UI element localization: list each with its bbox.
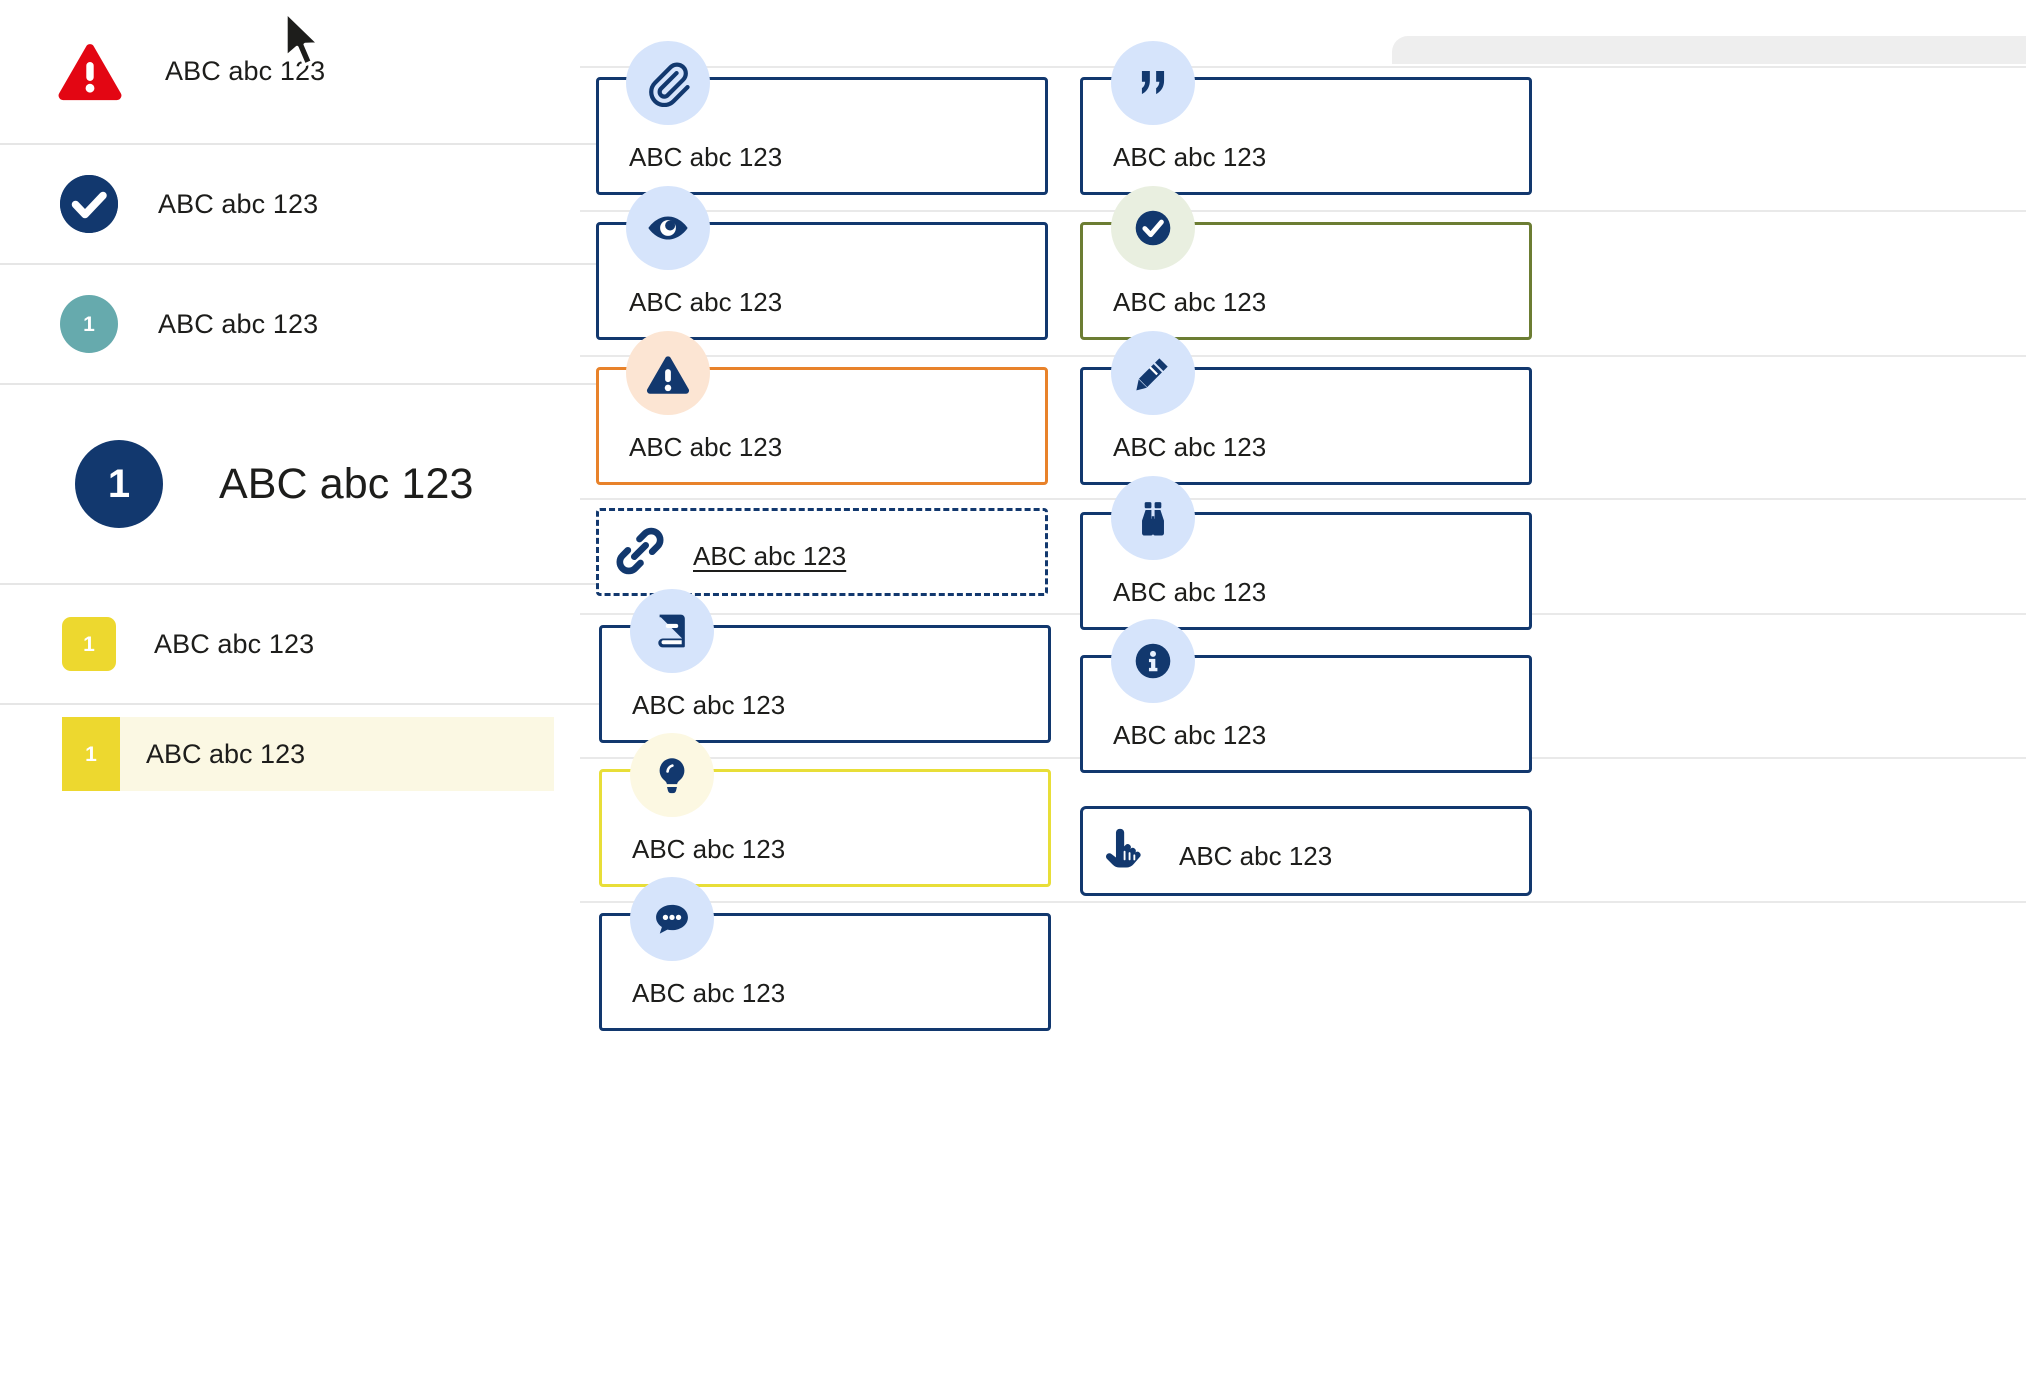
card-label: ABC abc 123 [632,978,786,1008]
card-label: ABC abc 123 [632,690,786,720]
list-item-label: ABC abc 123 [165,56,326,86]
list-item[interactable]: ABC abc 123 [0,143,760,263]
paperclip-icon [626,41,710,125]
number-square-icon: 1 [62,717,120,791]
grid-separator [580,355,2026,357]
badge-count: 1 [83,632,95,656]
grid-separator [580,210,2026,212]
badge-count: 1 [83,312,95,336]
link-icon [613,524,667,578]
card-label: ABC abc 123 [1113,720,1267,750]
background-panel [1392,36,2026,64]
warning-triangle-icon [626,331,710,415]
list-item[interactable]: 1 ABC abc 123 [0,583,760,703]
card-label: ABC abc 123 [1113,577,1267,607]
list-item-label: ABC abc 123 [158,308,319,339]
eye-icon [626,186,710,270]
warning-triangle-icon [57,43,123,101]
list-item-label: ABC abc 123 [154,628,315,659]
card-link-label: ABC abc 123 [693,541,847,571]
card-link[interactable]: ABC abc 123 [596,508,1048,596]
list-item-label: ABC abc 123 [158,188,319,219]
binoculars-icon [1111,476,1195,560]
hand-pointer-icon [1098,820,1152,874]
book-icon [630,589,714,673]
badge-count: 1 [107,462,131,506]
number-circle-icon: 1 [60,295,118,353]
list-item[interactable]: 1 ABC abc 123 [0,383,760,583]
card-label: ABC abc 123 [629,287,783,317]
card-label: ABC abc 123 [629,142,783,172]
card-label: ABC abc 123 [1113,142,1267,172]
pencil-icon [1111,331,1195,415]
grid-separator [580,901,2026,903]
lightbulb-icon [630,733,714,817]
list-item-selected[interactable]: 1 ABC abc 123 [62,717,554,791]
badge-count: 1 [85,742,97,766]
card-comment[interactable]: ABC abc 123 [599,913,1051,1031]
card-label: ABC abc 123 [632,834,786,864]
card-label: ABC abc 123 [1113,432,1267,462]
list-item[interactable]: 1 ABC abc 123 [0,263,760,383]
card-label: ABC abc 123 [1179,841,1333,871]
number-square-icon: 1 [62,617,116,671]
number-circle-icon: 1 [75,440,163,528]
mouse-pointer-icon [283,10,327,72]
grid-separator [580,66,2026,68]
check-circle-icon [1111,186,1195,270]
card-label: ABC abc 123 [1113,287,1267,317]
card-action[interactable]: ABC abc 123 [1080,806,1532,896]
chat-bubble-icon [630,877,714,961]
list-item[interactable]: ABC abc 123 [0,0,760,143]
card-label: ABC abc 123 [629,432,783,462]
status-list: ABC abc 123 ABC abc 123 1 ABC abc 123 1 [0,0,760,1392]
list-divider [0,703,760,705]
list-item-label: ABC abc 123 [146,738,306,769]
info-circle-icon [1111,619,1195,703]
check-circle-icon [60,175,118,233]
grid-separator [580,498,2026,500]
quotation-mark-icon [1111,41,1195,125]
list-item-label: ABC abc 123 [219,459,474,508]
